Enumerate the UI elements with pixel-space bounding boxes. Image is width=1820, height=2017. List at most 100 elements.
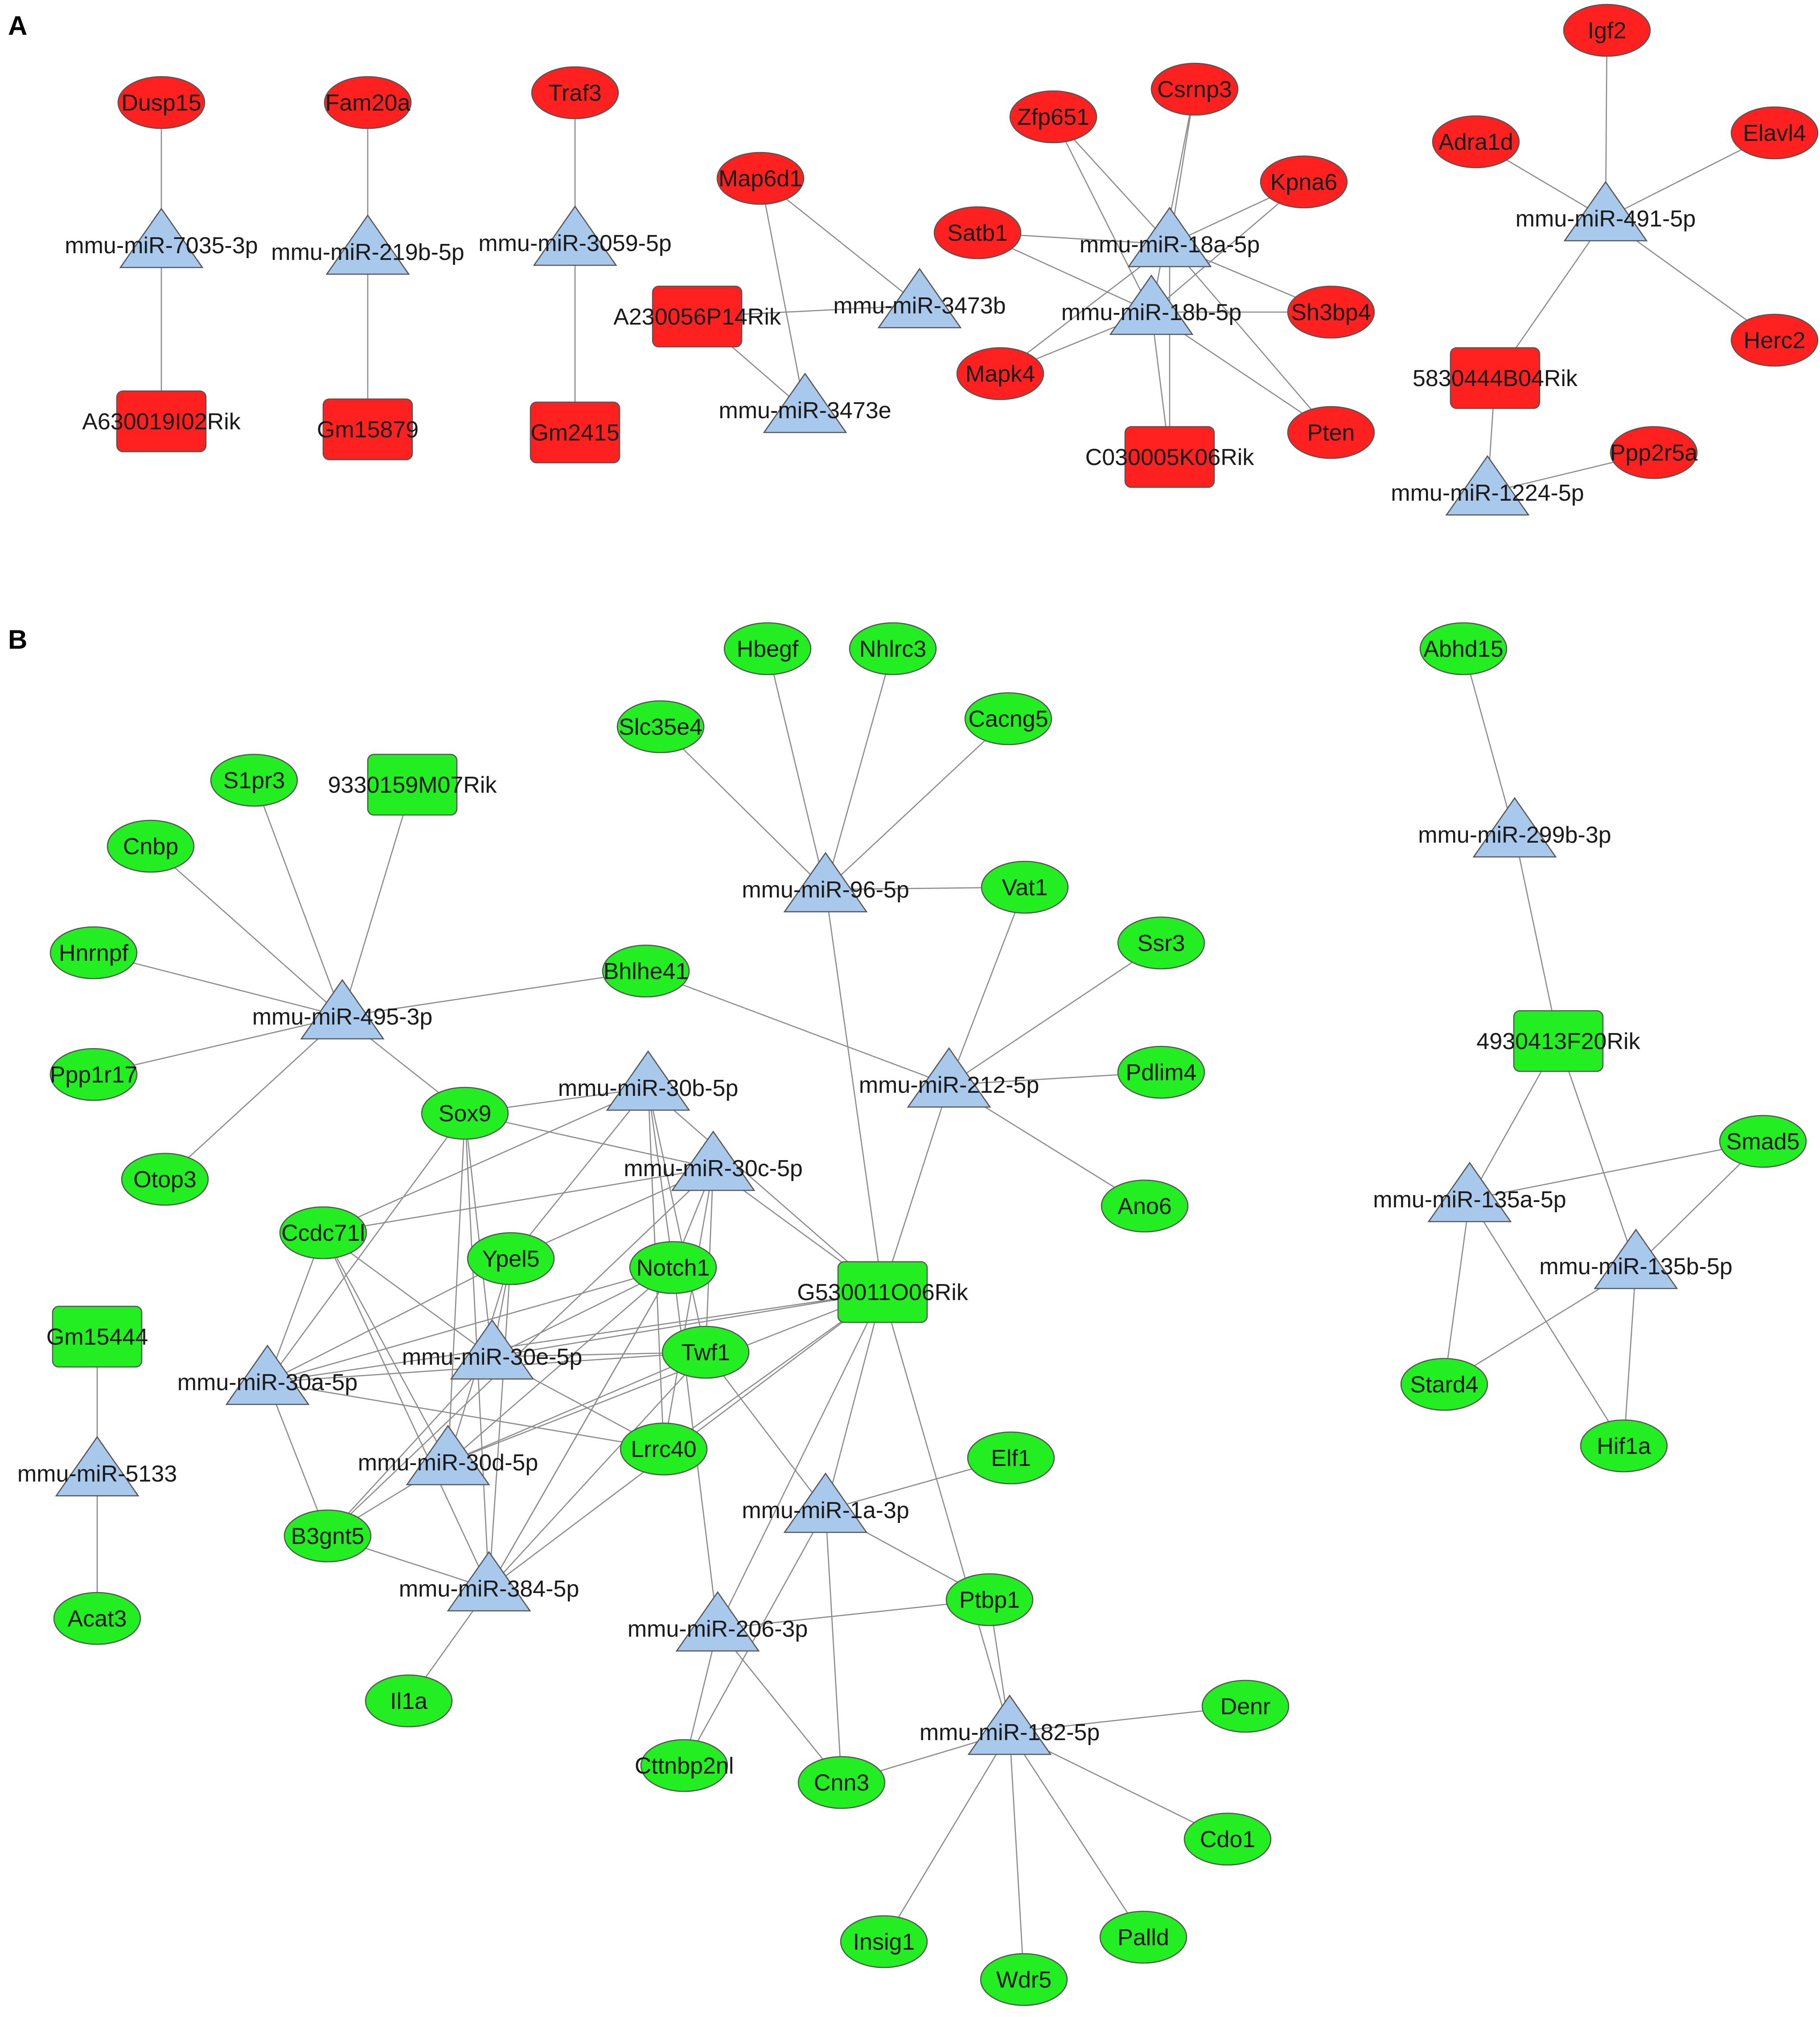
node-b-96[interactable]: mmu-miR-96-5p bbox=[742, 852, 909, 913]
node-b-g530[interactable]: G530011O06Rik bbox=[797, 1261, 969, 1323]
node-b-495[interactable]: mmu-miR-495-3p bbox=[252, 979, 433, 1040]
node-b-ptbp1[interactable]: Ptbp1 bbox=[945, 1573, 1034, 1626]
node-b-cnn3[interactable]: Cnn3 bbox=[797, 1756, 886, 1809]
node-b-ccdc71l[interactable]: Ccdc71l bbox=[279, 1206, 367, 1260]
node-b-cttnbp2nl[interactable]: Cttnbp2nl bbox=[635, 1739, 734, 1792]
node-a-219b[interactable]: mmu-miR-219b-5p bbox=[271, 214, 464, 275]
node-a-elavl4[interactable]: Elavl4 bbox=[1730, 106, 1819, 160]
node-a-pten[interactable]: Pten bbox=[1287, 406, 1375, 459]
node-a-zfp651[interactable]: Zfp651 bbox=[1009, 90, 1097, 144]
node-b-5133[interactable]: mmu-miR-5133 bbox=[17, 1436, 177, 1497]
node-a-3473e[interactable]: mmu-miR-3473e bbox=[719, 372, 892, 433]
node-label: Acat3 bbox=[68, 1606, 127, 1632]
edge-b_vat1-b_212 bbox=[948, 887, 1026, 1085]
node-b-notch1[interactable]: Notch1 bbox=[629, 1241, 717, 1294]
node-a-a230[interactable]: A230056P14Rik bbox=[613, 285, 781, 348]
node-a-c030[interactable]: C030005K06Rik bbox=[1085, 426, 1255, 488]
node-a-ppp2r5a[interactable]: Ppp2r5a bbox=[1610, 426, 1698, 479]
node-b-insig1[interactable]: Insig1 bbox=[840, 1915, 928, 1968]
node-b-9330[interactable]: 9330159M07Rik bbox=[328, 753, 497, 816]
node-b-s1pr3[interactable]: S1pr3 bbox=[210, 753, 298, 807]
node-a-1224[interactable]: mmu-miR-1224-5p bbox=[1391, 455, 1584, 516]
node-a-map6d1[interactable]: Map6d1 bbox=[716, 152, 805, 205]
node-b-4930[interactable]: 4930413F20Rik bbox=[1476, 1010, 1641, 1072]
node-b-denr[interactable]: Denr bbox=[1201, 1679, 1290, 1733]
node-a-sh3bp4[interactable]: Sh3bp4 bbox=[1287, 285, 1375, 339]
node-b-acat3[interactable]: Acat3 bbox=[53, 1592, 141, 1645]
node-a-gm15879[interactable]: Gm15879 bbox=[317, 398, 419, 461]
node-b-palld[interactable]: Palld bbox=[1099, 1910, 1187, 1964]
node-label: Cttnbp2nl bbox=[635, 1753, 734, 1779]
node-a-kpna6[interactable]: Kpna6 bbox=[1260, 155, 1348, 209]
node-b-30c[interactable]: mmu-miR-30c-5p bbox=[624, 1130, 803, 1191]
node-b-slc35e4[interactable]: Slc35e4 bbox=[616, 700, 705, 753]
node-b-1a[interactable]: mmu-miR-1a-3p bbox=[742, 1472, 909, 1533]
node-b-wdr5[interactable]: Wdr5 bbox=[980, 1953, 1068, 2006]
node-b-ypel5[interactable]: Ypel5 bbox=[467, 1232, 555, 1285]
node-b-lrrc40[interactable]: Lrrc40 bbox=[620, 1422, 708, 1476]
edge-a_csrnp3-a_18b bbox=[1150, 89, 1196, 313]
node-a-18b[interactable]: mmu-miR-18b-5p bbox=[1061, 274, 1242, 335]
node-b-pdlim4[interactable]: Pdlim4 bbox=[1117, 1046, 1205, 1099]
node-b-384[interactable]: mmu-miR-384-5p bbox=[399, 1551, 579, 1612]
node-b-smad5[interactable]: Smad5 bbox=[1719, 1115, 1807, 1168]
node-b-stard4[interactable]: Stard4 bbox=[1400, 1358, 1488, 1411]
node-a-5830[interactable]: 5830444B04Rik bbox=[1413, 347, 1578, 409]
node-b-ano6[interactable]: Ano6 bbox=[1101, 1179, 1189, 1233]
node-shape-ellipse bbox=[107, 819, 195, 873]
node-a-fam20a[interactable]: Fam20a bbox=[324, 76, 412, 129]
node-b-206[interactable]: mmu-miR-206-3p bbox=[628, 1591, 808, 1652]
node-b-elf1[interactable]: Elf1 bbox=[967, 1431, 1055, 1485]
node-b-30d[interactable]: mmu-miR-30d-5p bbox=[358, 1424, 538, 1486]
node-b-212[interactable]: mmu-miR-212-5p bbox=[859, 1047, 1039, 1108]
node-b-30a[interactable]: mmu-miR-30a-5p bbox=[177, 1344, 358, 1405]
node-shape-ellipse bbox=[1419, 622, 1508, 675]
node-b-il1a[interactable]: Il1a bbox=[365, 1674, 453, 1728]
node-a-491[interactable]: mmu-miR-491-5p bbox=[1516, 181, 1696, 242]
node-b-vat1[interactable]: Vat1 bbox=[981, 860, 1069, 914]
node-b-299b[interactable]: mmu-miR-299b-3p bbox=[1418, 797, 1611, 858]
node-b-hnrnpf[interactable]: Hnrnpf bbox=[49, 926, 138, 980]
node-b-182[interactable]: mmu-miR-182-5p bbox=[920, 1694, 1100, 1755]
node-b-otop3[interactable]: Otop3 bbox=[121, 1153, 209, 1206]
node-b-135a[interactable]: mmu-miR-135a-5p bbox=[1373, 1161, 1566, 1223]
node-shape-ellipse bbox=[467, 1232, 555, 1285]
node-b-30b[interactable]: mmu-miR-30b-5p bbox=[558, 1050, 739, 1111]
node-b-hif1a[interactable]: Hif1a bbox=[1580, 1419, 1668, 1473]
node-a-3059[interactable]: mmu-miR-3059-5p bbox=[478, 205, 672, 266]
node-label: mmu-miR-7035-3p bbox=[65, 233, 258, 259]
node-shape-ellipse bbox=[967, 1431, 1055, 1485]
node-shape-ellipse bbox=[1201, 1679, 1290, 1733]
node-b-gm15444[interactable]: Gm15444 bbox=[46, 1305, 148, 1368]
node-b-sox9[interactable]: Sox9 bbox=[421, 1087, 509, 1140]
node-b-bhlhe41[interactable]: Bhlhe41 bbox=[602, 944, 690, 998]
node-b-30e[interactable]: mmu-miR-30e-5p bbox=[402, 1319, 583, 1380]
node-a-adra1d[interactable]: Adra1d bbox=[1432, 115, 1520, 169]
node-b-hbegf[interactable]: Hbegf bbox=[723, 622, 812, 675]
node-b-nhlrc3[interactable]: Nhlrc3 bbox=[849, 622, 937, 675]
node-a-herc2[interactable]: Herc2 bbox=[1730, 313, 1819, 367]
node-label: S1pr3 bbox=[223, 768, 285, 794]
node-a-7035[interactable]: mmu-miR-7035-3p bbox=[65, 207, 258, 268]
node-a-traf3[interactable]: Traf3 bbox=[531, 66, 619, 119]
node-a-gm2415[interactable]: Gm2415 bbox=[530, 401, 620, 464]
node-b-135b[interactable]: mmu-miR-135b-5p bbox=[1539, 1228, 1733, 1289]
node-b-ppp1r17[interactable]: Ppp1r17 bbox=[50, 1048, 138, 1101]
node-b-abhd15[interactable]: Abhd15 bbox=[1419, 622, 1508, 675]
node-b-twf1[interactable]: Twf1 bbox=[661, 1325, 750, 1379]
node-b-cnbp[interactable]: Cnbp bbox=[107, 819, 195, 873]
node-a-dusp15[interactable]: Dusp15 bbox=[117, 76, 205, 129]
node-b-b3gnt5[interactable]: B3gnt5 bbox=[283, 1509, 372, 1563]
node-b-ssr3[interactable]: Ssr3 bbox=[1117, 916, 1205, 970]
node-a-igf2[interactable]: Igf2 bbox=[1563, 4, 1651, 57]
node-a-18a[interactable]: mmu-miR-18a-5p bbox=[1080, 206, 1260, 268]
node-a-csrnp3[interactable]: Csrnp3 bbox=[1150, 62, 1239, 116]
node-a-mapk4[interactable]: Mapk4 bbox=[956, 347, 1044, 400]
node-a-a630[interactable]: A630019I02Rik bbox=[82, 390, 241, 453]
node-a-satb1[interactable]: Satb1 bbox=[933, 206, 1022, 259]
node-shape-ellipse bbox=[1580, 1419, 1668, 1473]
edge-b_hif1a-b_135a bbox=[1469, 1199, 1625, 1446]
node-a-3473b[interactable]: mmu-miR-3473b bbox=[833, 268, 1006, 329]
node-b-cacng5[interactable]: Cacng5 bbox=[964, 692, 1052, 745]
node-b-cdo1[interactable]: Cdo1 bbox=[1183, 1812, 1272, 1866]
